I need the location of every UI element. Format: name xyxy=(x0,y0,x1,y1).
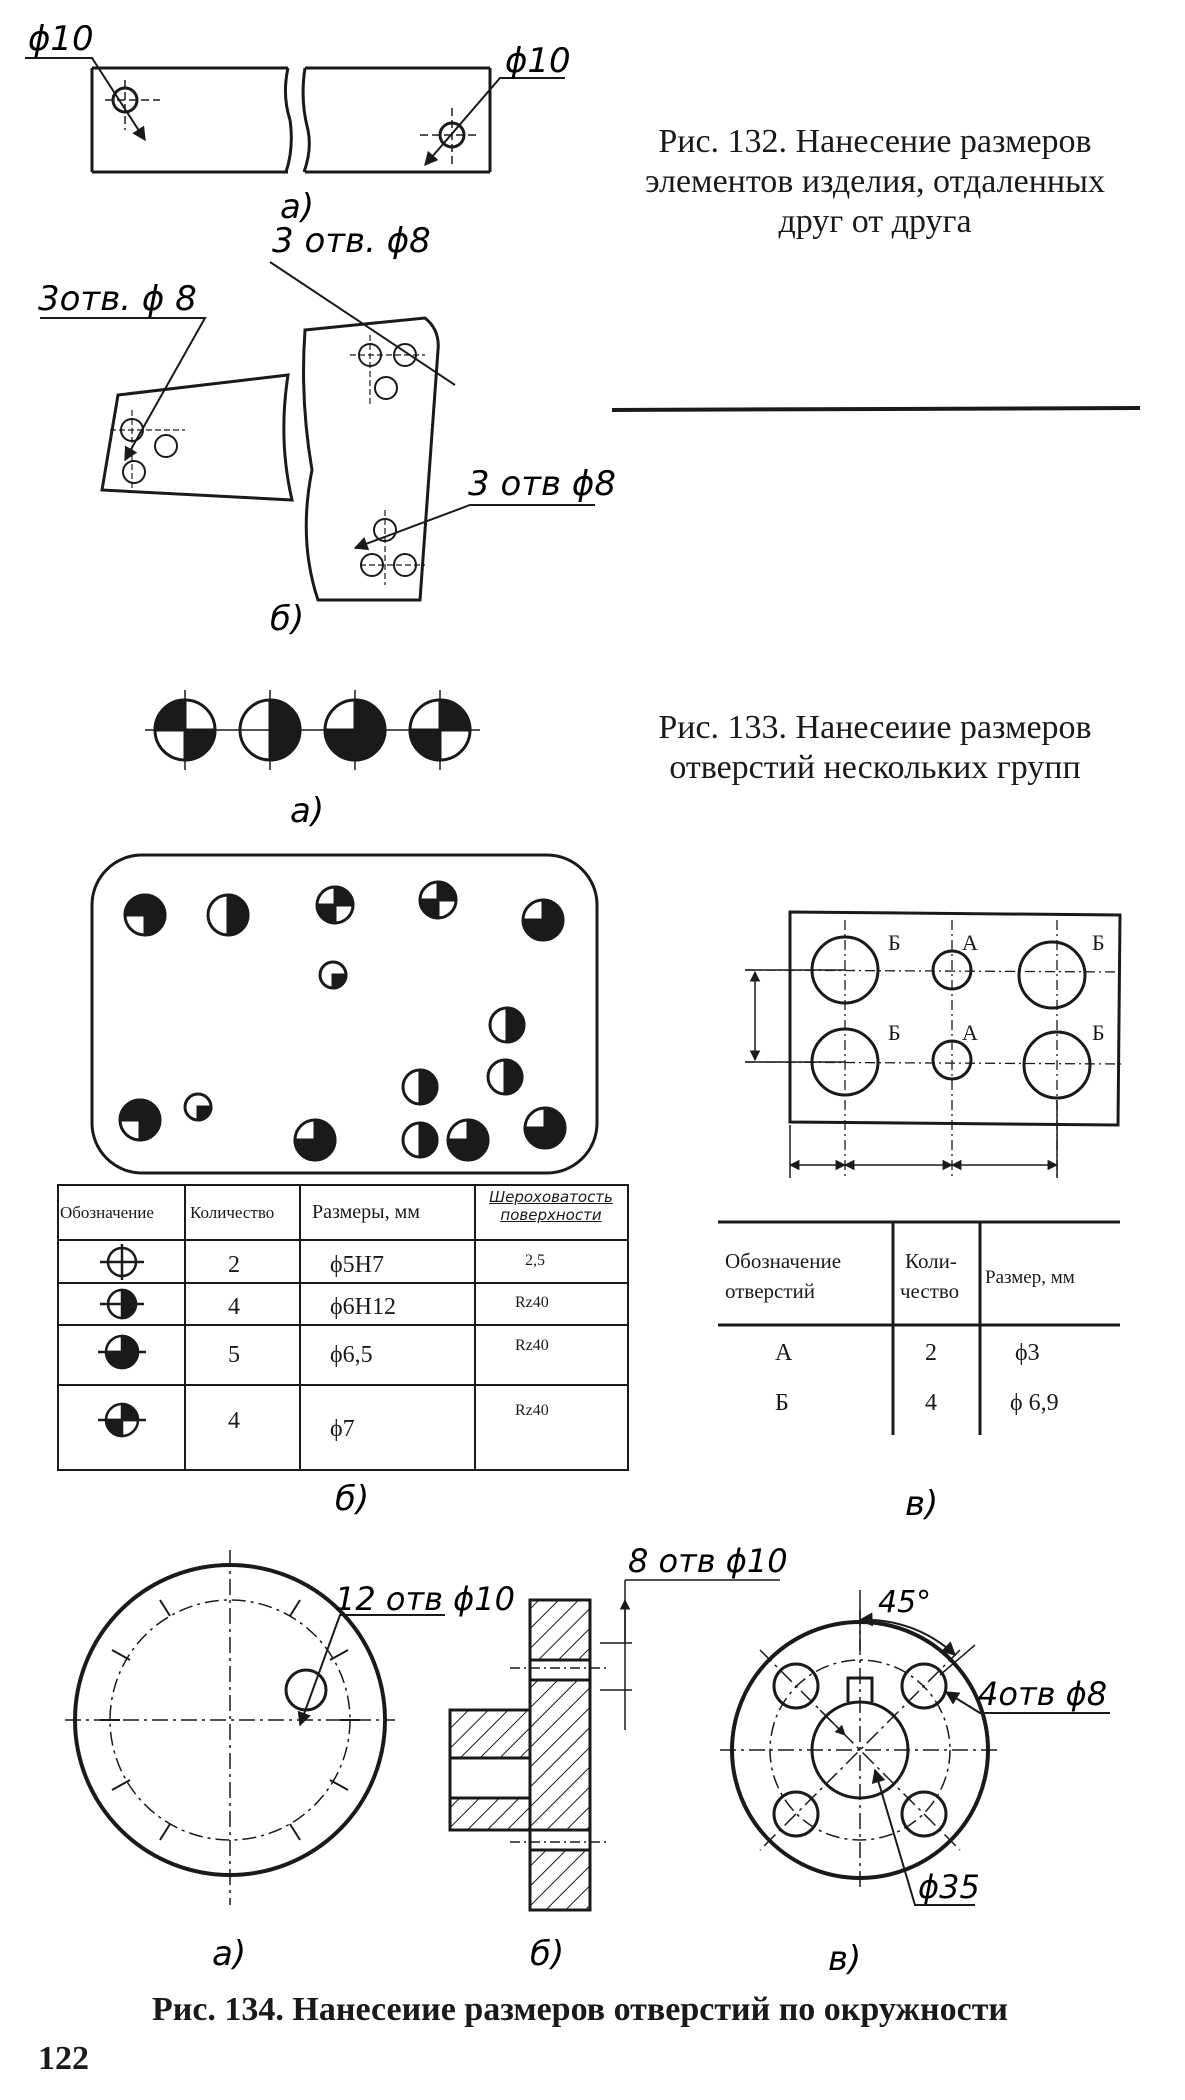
table-cell: А xyxy=(775,1340,793,1366)
caption-line: Рис. 132. Нанесение размеров xyxy=(658,123,1092,160)
divider xyxy=(611,406,1141,412)
table-header: Шероховатость поверхности xyxy=(489,1188,613,1224)
table-cell: Rz40 xyxy=(515,1402,549,1419)
table-cell: 2,5 xyxy=(525,1252,545,1269)
hole-label: Б xyxy=(888,1020,901,1045)
sub-label: в) xyxy=(828,1939,861,1979)
dim-text: ϕ35 xyxy=(918,1868,980,1906)
table-cell: ϕ6Н12 xyxy=(330,1294,396,1320)
sub-label: а) xyxy=(212,1934,246,1974)
table-cell: 4 xyxy=(228,1408,240,1434)
sub-label: а) xyxy=(290,791,324,831)
dim-text: 3 отв ϕ8 xyxy=(468,464,616,504)
sub-label: б) xyxy=(530,1934,564,1974)
page-number: 122 xyxy=(38,2040,89,2077)
caption-line: элементов изделия, отдаленных xyxy=(645,163,1105,200)
table-cell: ϕ3 xyxy=(1015,1340,1040,1366)
fig132-a xyxy=(25,57,565,174)
table-header: Количество xyxy=(190,1203,274,1222)
dim-text: 8 отв ϕ10 xyxy=(628,1542,788,1580)
table-header: отверстий xyxy=(725,1279,815,1303)
hole-circle xyxy=(105,80,160,130)
table-cell: Rz40 xyxy=(515,1294,549,1311)
fig134-v xyxy=(720,1590,1110,1906)
fig132-caption: Рис. 132. Нанесение размеров элементов и… xyxy=(595,122,1155,242)
table-header: чество xyxy=(900,1279,959,1303)
table-cell: ϕ6,5 xyxy=(330,1342,373,1368)
dim-text: 45° xyxy=(878,1585,931,1620)
fig133-v-table xyxy=(718,1220,1120,1435)
caption-line: отверстий нескольких групп xyxy=(669,749,1081,786)
table-cell: ϕ5Н7 xyxy=(330,1252,384,1278)
table-cell: Rz40 xyxy=(515,1337,549,1354)
table-cell: 5 xyxy=(228,1342,240,1368)
fig134-caption: Рис. 134. Нанесеиие размеров отверстий п… xyxy=(151,1991,1009,2028)
table-header: Обозначение xyxy=(725,1249,841,1273)
dim-text: ϕ10 xyxy=(28,19,94,59)
table-header: Обозначение xyxy=(60,1203,154,1222)
caption-line: Рис. 133. Нанесеиие размеров xyxy=(658,709,1092,746)
hole-label: Б xyxy=(1092,930,1105,955)
hole-label: А xyxy=(962,1020,978,1045)
dim-text: ϕ10 xyxy=(505,41,571,81)
dim-text: 3отв. ϕ 8 xyxy=(38,279,197,319)
fig133-v-plate xyxy=(744,910,1126,1180)
dim-text: 3 отв. ϕ8 xyxy=(272,221,431,261)
hole-label: Б xyxy=(1092,1020,1105,1045)
fig133-b-table xyxy=(57,1184,629,1471)
hole-pattern xyxy=(118,880,567,1162)
table-header: Коли- xyxy=(905,1249,957,1273)
fig134-a xyxy=(65,1550,445,1905)
sub-label: б) xyxy=(335,1479,369,1519)
hole-label: А xyxy=(962,930,978,955)
hole-label: Б xyxy=(888,930,901,955)
fig133-a-symbols xyxy=(145,690,480,770)
fig134-b xyxy=(448,1579,780,1912)
table-cell: 4 xyxy=(925,1390,937,1416)
caption-line: друг от друга xyxy=(778,203,972,240)
sub-label: а) xyxy=(280,187,314,227)
table-cell: 4 xyxy=(228,1294,240,1320)
table-cell: Б xyxy=(775,1390,789,1416)
sub-label: б) xyxy=(270,599,304,639)
fig132-b xyxy=(40,261,595,602)
fig133-b-plate xyxy=(90,853,599,1175)
sub-label: в) xyxy=(905,1484,938,1524)
table-cell: 2 xyxy=(925,1340,937,1366)
dim-text: 12 отв ϕ10 xyxy=(335,1580,515,1618)
table-cell: 2 xyxy=(228,1252,240,1278)
fig133-caption: Рис. 133. Нанесеиие размеров отверстий н… xyxy=(595,708,1155,788)
dim-text: 4отв ϕ8 xyxy=(978,1675,1107,1713)
table-cell: ϕ 6,9 xyxy=(1010,1390,1059,1416)
table-cell: ϕ7 xyxy=(330,1416,355,1442)
table-header: Размеры, мм xyxy=(312,1201,420,1223)
table-header: Размер, мм xyxy=(985,1267,1075,1288)
